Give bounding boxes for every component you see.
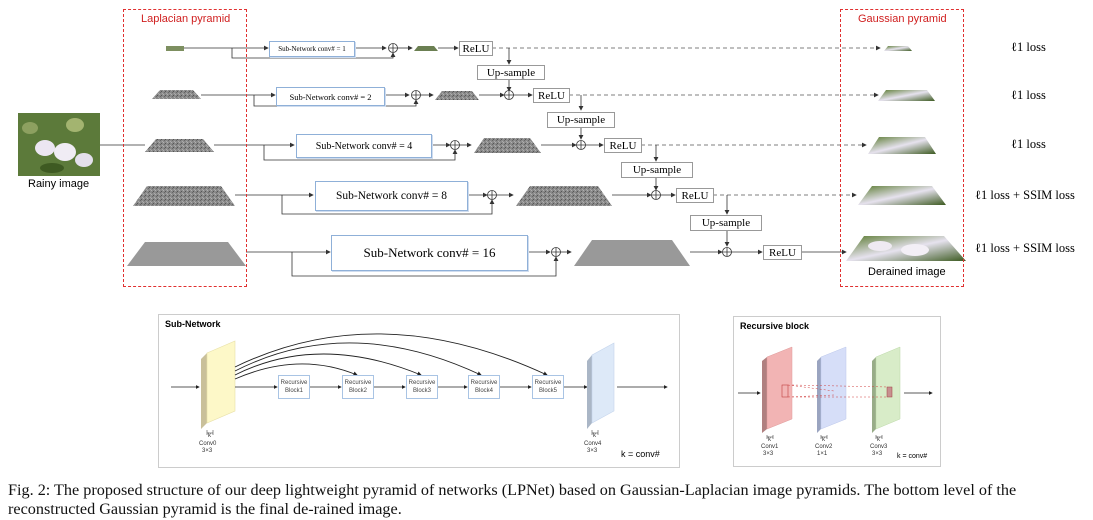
laplacian-level-4 (133, 186, 235, 206)
loss-label-2: ℓ1 loss (1011, 88, 1046, 102)
conv0-label: Conv0 (199, 441, 217, 447)
upsample-box-3: Up-sample (621, 162, 693, 178)
conv4-k: k (593, 433, 596, 439)
upsample-box-1: Up-sample (477, 65, 545, 80)
recursive-block-3: Recursive Block3 (406, 375, 438, 399)
subnetwork-box-4: Sub-Network conv# = 8 (315, 181, 468, 211)
recursive-block-1: Recursive Block1 (278, 375, 310, 399)
subnetwork-box-3: Sub-Network conv# = 4 (296, 134, 432, 158)
relu-box-5: ReLU (763, 245, 802, 260)
recursive-panel-title: Recursive block (740, 321, 810, 331)
conv4-label: Conv4 (584, 441, 602, 447)
relu-box-4: ReLU (676, 188, 714, 203)
level-5-output (574, 240, 690, 266)
gaussian-pyramid-box (840, 9, 964, 287)
subnetwork-box-2: Sub-Network conv# = 2 (276, 87, 385, 106)
laplacian-pyramid-box (123, 9, 247, 287)
pyramid-diagram (18, 43, 966, 277)
rainy-image (18, 113, 100, 176)
conv1-size: 3×3 (763, 451, 774, 457)
level-3-output (474, 138, 541, 153)
conv0-k: k (208, 433, 211, 439)
gaussian-level-2 (878, 90, 935, 101)
gaussian-pyramid-title: Gaussian pyramid (858, 13, 947, 25)
subnetwork-box-5: Sub-Network conv# = 16 (331, 235, 528, 271)
conv1-label: Conv1 (761, 444, 779, 450)
subnetwork-panel: Sub-Network Recursive Block1 Recursive B… (158, 314, 680, 468)
subnetwork-box-1: Sub-Network conv# = 1 (269, 41, 355, 57)
derained-image-label: Derained image (868, 266, 946, 278)
gaussian-level-5 (846, 236, 966, 261)
figure-caption: Fig. 2: The proposed structure of our de… (8, 481, 1017, 518)
relu-box-3: ReLU (604, 138, 642, 153)
laplacian-level-2 (152, 90, 201, 99)
subnetwork-graph (171, 333, 668, 435)
subnetwork-legend: k = conv# (621, 449, 660, 459)
subnetwork-panel-title: Sub-Network (165, 319, 221, 329)
loss-label-4: ℓ1 loss + SSIM loss (975, 188, 1075, 202)
conv2-size: 1×1 (817, 451, 828, 457)
laplacian-level-3 (145, 139, 214, 152)
level-1-output (414, 46, 438, 51)
recursive-graph (738, 346, 933, 439)
level-2-output (435, 91, 479, 100)
gaussian-level-3 (868, 137, 936, 154)
level-4-output (516, 186, 612, 206)
loss-label-1: ℓ1 loss (1011, 40, 1046, 54)
conv3-size: 3×3 (872, 451, 883, 457)
loss-label-5: ℓ1 loss + SSIM loss (975, 241, 1075, 255)
conv2-k: k (822, 437, 825, 443)
laplacian-level-5 (127, 242, 246, 266)
gaussian-level-1 (884, 46, 912, 51)
relu-box-1: ReLU (459, 41, 493, 56)
recursive-block-2: Recursive Block2 (342, 375, 374, 399)
upsample-box-4: Up-sample (690, 215, 762, 231)
laplacian-level-1 (166, 46, 184, 51)
laplacian-pyramid-title: Laplacian pyramid (141, 13, 231, 25)
recursive-block-panel: Recursive block k Conv1 3×3 k Conv2 1×1 … (733, 316, 941, 467)
relu-box-2: ReLU (533, 88, 570, 103)
recursive-legend: k = conv# (897, 453, 928, 460)
conv2-label: Conv2 (815, 444, 833, 450)
gaussian-level-4 (858, 186, 946, 205)
conv4-size: 3×3 (587, 448, 598, 454)
conv3-k: k (877, 437, 880, 443)
conv1-k: k (768, 437, 771, 443)
loss-label-3: ℓ1 loss (1011, 137, 1046, 151)
conv0-size: 3×3 (202, 448, 213, 454)
rainy-image-label: Rainy image (28, 178, 90, 190)
recursive-block-5: Recursive Block5 (532, 375, 564, 399)
upsample-box-2: Up-sample (547, 112, 615, 128)
conv3-label: Conv3 (870, 444, 888, 450)
recursive-block-4: Recursive Block4 (468, 375, 500, 399)
